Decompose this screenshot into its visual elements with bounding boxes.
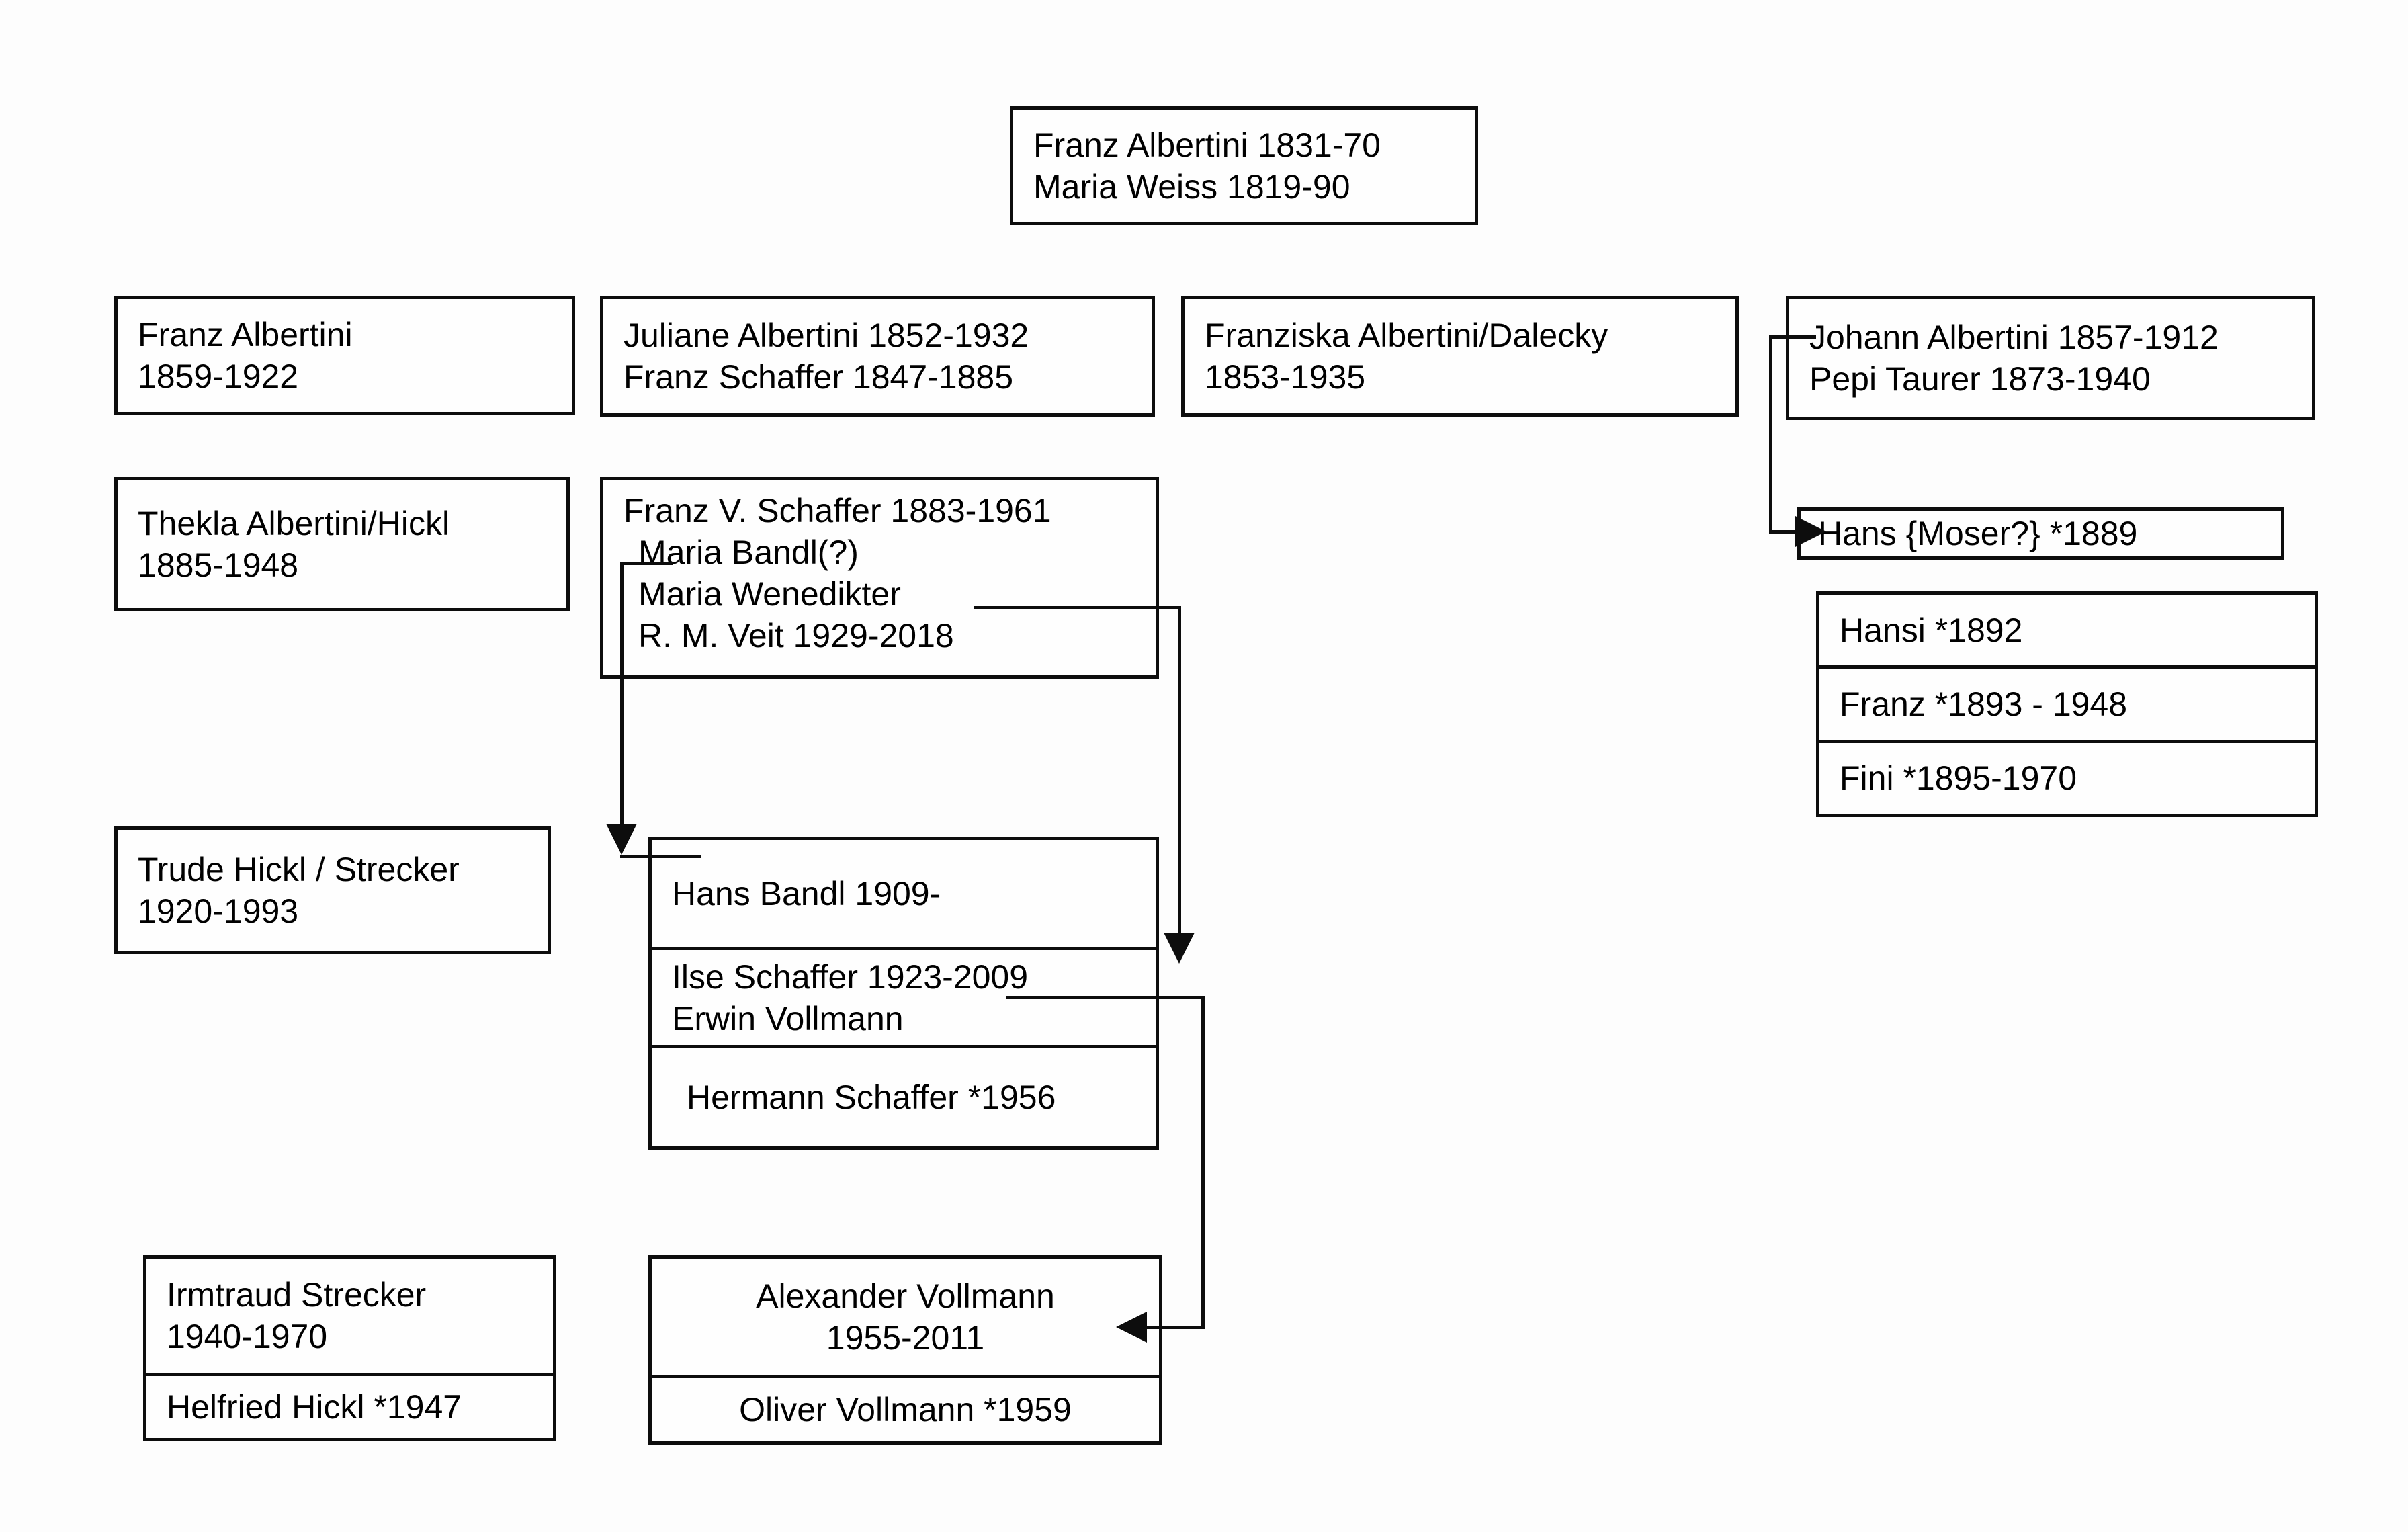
node-franziska-albertini[interactable]: Franziska Albertini/Dalecky 1853-1935	[1181, 296, 1739, 417]
arrow-left-icon-alexander-vollmann	[1116, 1312, 1147, 1343]
connector-johann-stub	[1769, 335, 1816, 339]
table-row[interactable]: Hansi *1892	[1819, 595, 2315, 669]
table-row[interactable]: Franz *1893 - 1948	[1819, 669, 2315, 743]
schaffer-desc-1-line-1: Hans Bandl 1909-	[672, 874, 941, 912]
connector-johann-to-hans-horizontal	[1769, 530, 1804, 534]
table-row[interactable]: Hans Bandl 1909-	[652, 840, 1156, 950]
group-schaffer-descendants[interactable]: Hans Bandl 1909- Ilse Schaffer 1923-2009…	[648, 837, 1159, 1150]
franz-v-schaffer-line-2: Maria Bandl(?)	[638, 534, 859, 571]
arrow-down-icon-ilse-schaffer	[1164, 933, 1195, 964]
franz-v-schaffer-line-1: Franz V. Schaffer 1883-1961	[624, 492, 1051, 529]
node-hans-moser[interactable]: Hans {Moser?} *1889	[1797, 507, 2284, 560]
franz-v-schaffer-line-4: R. M. Veit 1929-2018	[638, 617, 954, 654]
strecker-2-line-1: Helfried Hickl *1947	[167, 1388, 462, 1426]
connector-wenedikter-vertical	[1178, 606, 1181, 935]
juliane-line-1: Juliane Albertini 1852-1932	[624, 316, 1029, 354]
root-line-2: Maria Weiss 1819-90	[1033, 167, 1350, 206]
schaffer-desc-2-line-2: Erwin Vollmann	[672, 999, 904, 1037]
johann-child-2: Franz *1893 - 1948	[1840, 685, 2128, 723]
node-juliane-albertini[interactable]: Juliane Albertini 1852-1932 Franz Schaff…	[600, 296, 1155, 417]
johann-child-3: Fini *1895-1970	[1840, 759, 2077, 798]
johann-line-1: Johann Albertini 1857-1912	[1809, 318, 2219, 356]
table-row[interactable]: Hermann Schaffer *1956	[652, 1048, 1156, 1146]
table-row[interactable]: Helfried Hickl *1947	[146, 1376, 553, 1438]
franziska-line-2: 1853-1935	[1205, 358, 1366, 396]
group-johann-children[interactable]: Hansi *1892 Franz *1893 - 1948 Fini *189…	[1816, 591, 2318, 817]
connector-bandl-vertical	[620, 562, 624, 826]
table-row[interactable]: Fini *1895-1970	[1819, 743, 2315, 814]
vollmann-2-line-1: Oliver Vollmann *1959	[739, 1391, 1072, 1429]
thekla-line-2: 1885-1948	[138, 546, 299, 584]
juliane-line-2: Franz Schaffer 1847-1885	[624, 358, 1014, 396]
franz-albertini-line-2: 1859-1922	[138, 357, 299, 395]
connector-wenedikter-horizontal	[974, 606, 1181, 609]
strecker-1-line-2: 1940-1970	[167, 1318, 328, 1355]
group-vollmann[interactable]: Alexander Vollmann 1955-2011 Oliver Voll…	[648, 1255, 1162, 1445]
node-root-couple[interactable]: Franz Albertini 1831-70 Maria Weiss 1819…	[1010, 106, 1478, 225]
table-row[interactable]: Ilse Schaffer 1923-2009 Erwin Vollmann	[652, 950, 1156, 1048]
schaffer-desc-3-line-1: Hermann Schaffer *1956	[687, 1078, 1056, 1116]
node-trude-hickl[interactable]: Trude Hickl / Strecker 1920-1993	[114, 826, 551, 954]
arrow-right-icon-hans-moser	[1795, 516, 1826, 547]
connector-johann-vertical	[1769, 335, 1772, 531]
node-franz-albertini[interactable]: Franz Albertini 1859-1922	[114, 296, 575, 415]
connector-bandl-into-box	[620, 855, 701, 858]
hans-moser-line-1: Hans {Moser?} *1889	[1818, 515, 2138, 552]
node-franz-v-schaffer[interactable]: Franz V. Schaffer 1883-1961 Maria Bandl(…	[600, 477, 1159, 679]
strecker-1-line-1: Irmtraud Strecker	[167, 1276, 427, 1314]
schaffer-desc-2-line-1: Ilse Schaffer 1923-2009	[672, 958, 1029, 996]
connector-erwin-into-alexander	[1146, 1326, 1205, 1329]
arrow-down-icon-hans-bandl	[606, 824, 637, 855]
connector-bandl-stub	[620, 562, 673, 565]
node-johann-albertini[interactable]: Johann Albertini 1857-1912 Pepi Taurer 1…	[1786, 296, 2315, 420]
johann-child-1: Hansi *1892	[1840, 611, 2023, 649]
table-row[interactable]: Alexander Vollmann 1955-2011	[652, 1259, 1159, 1378]
trude-line-2: 1920-1993	[138, 892, 299, 930]
franz-albertini-line-1: Franz Albertini	[138, 316, 353, 353]
franz-v-schaffer-line-3: Maria Wenedikter	[638, 575, 901, 613]
root-line-1: Franz Albertini 1831-70	[1033, 126, 1381, 164]
table-row[interactable]: Oliver Vollmann *1959	[652, 1378, 1159, 1441]
franziska-line-1: Franziska Albertini/Dalecky	[1205, 316, 1608, 354]
thekla-line-1: Thekla Albertini/Hickl	[138, 505, 450, 542]
group-strecker[interactable]: Irmtraud Strecker 1940-1970 Helfried Hic…	[143, 1255, 556, 1441]
trude-line-1: Trude Hickl / Strecker	[138, 851, 460, 888]
node-thekla-albertini[interactable]: Thekla Albertini/Hickl 1885-1948	[114, 477, 570, 611]
connector-erwin-vertical	[1201, 996, 1205, 1328]
table-row[interactable]: Irmtraud Strecker 1940-1970	[146, 1259, 553, 1376]
vollmann-1-line-1: Alexander Vollmann	[756, 1277, 1055, 1315]
connector-erwin-horizontal	[1006, 996, 1205, 999]
vollmann-1-line-2: 1955-2011	[826, 1318, 985, 1357]
johann-line-2: Pepi Taurer 1873-1940	[1809, 359, 2151, 398]
